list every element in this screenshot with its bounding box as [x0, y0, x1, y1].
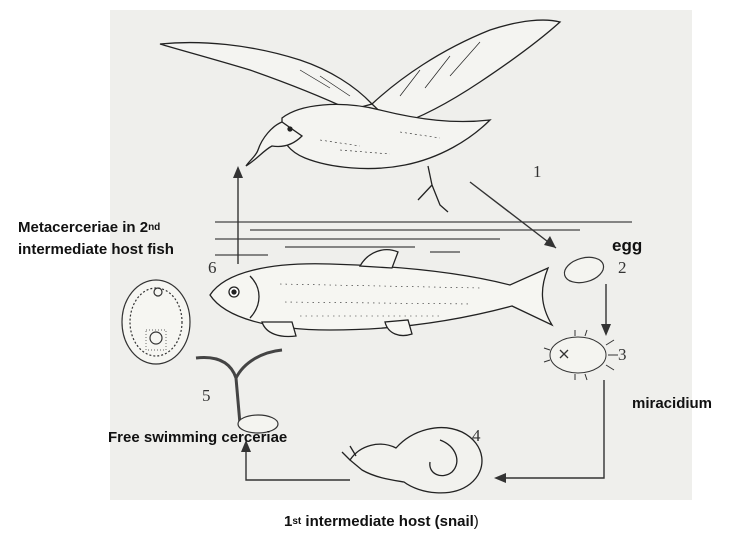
- metacerceriae-line-1: Metacerceriae in 2nd: [18, 218, 174, 240]
- stage-number-5: 5: [202, 386, 211, 406]
- stage-number-2: 2: [618, 258, 627, 278]
- stage-number-1: 1: [533, 162, 542, 182]
- cerceriae-label: Free swimming cerceriae: [108, 428, 287, 448]
- miracidium-label: miracidium: [632, 394, 712, 414]
- stage-number-3: 3: [618, 345, 627, 365]
- metacercaria-cyst: [122, 280, 190, 364]
- egg-label: egg: [612, 236, 642, 256]
- snail-host-label: 1st intermediate host (snail): [284, 512, 479, 534]
- stage-number-4: 4: [472, 426, 481, 446]
- metacerceriae-label: Metacerceriae in 2nd intermediate host f…: [18, 218, 174, 260]
- stage-number-6: 6: [208, 258, 217, 278]
- metacerceriae-line-2: intermediate host fish: [18, 240, 174, 260]
